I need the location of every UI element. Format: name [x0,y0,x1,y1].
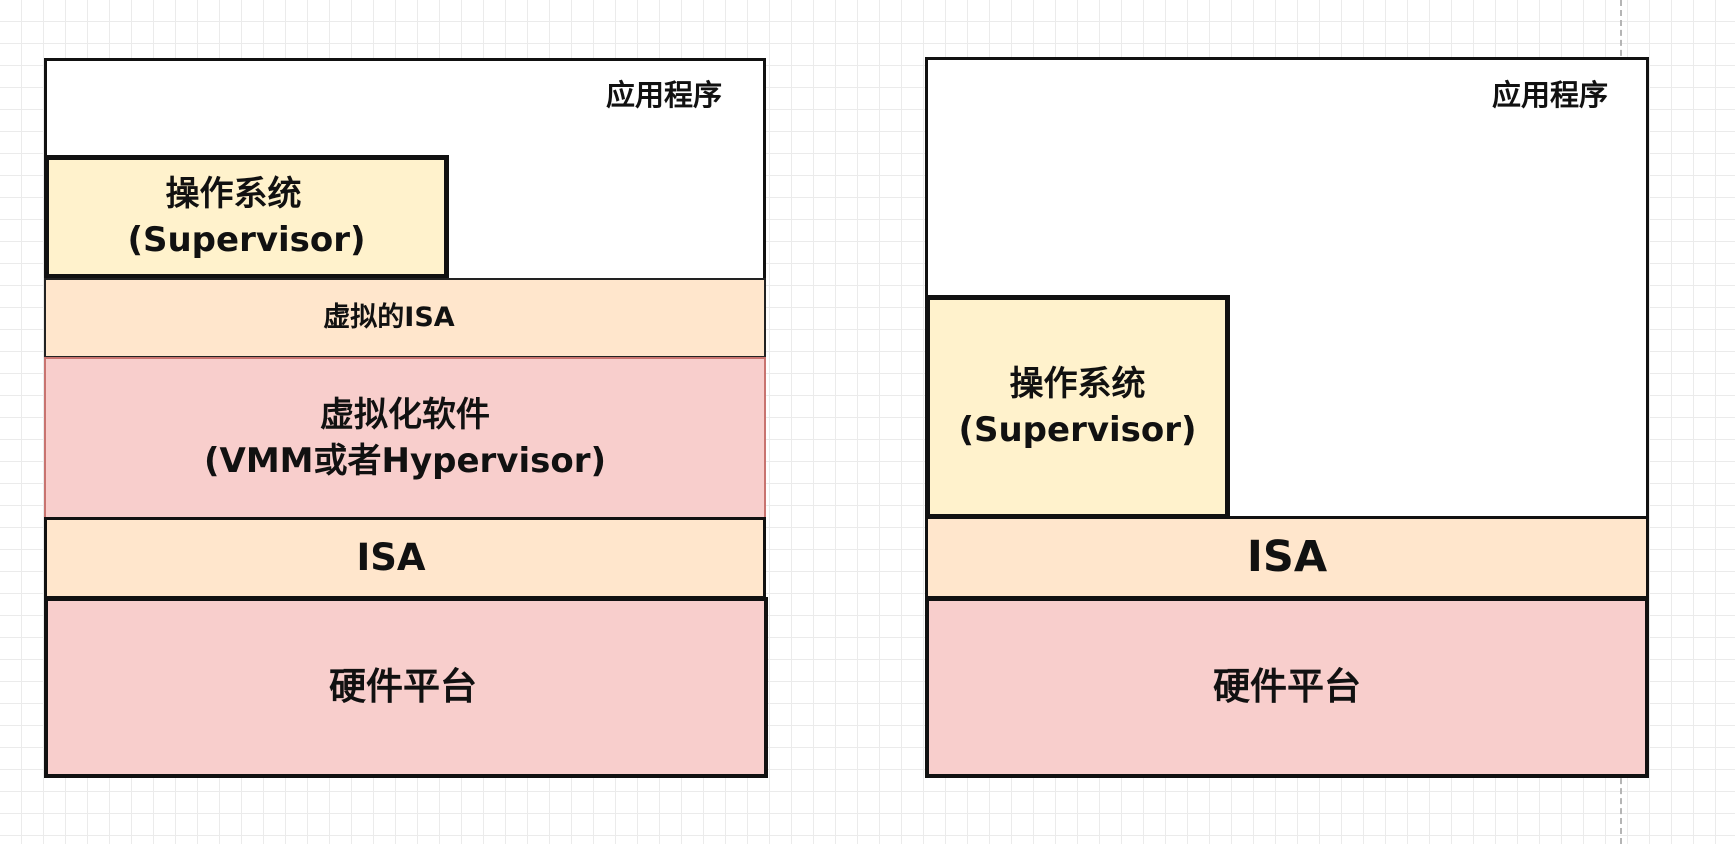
os-name-label: 操作系统 [165,173,302,214]
hardware-platform-box[interactable]: 硬件平台 [925,597,1649,778]
isa-box[interactable]: ISA [44,517,766,599]
guest-os-box[interactable]: 操作系统 (Supervisor) [44,155,449,279]
hardware-platform-label: 硬件平台 [1213,665,1361,709]
isa-label: ISA [356,535,426,579]
virtual-isa-label: 虚拟的ISA [323,302,455,334]
os-mode-label: (Supervisor) [127,220,366,260]
virtualized-stack-diagram: 应用程序 操作系统 (Supervisor) 虚拟的ISA 虚拟化软件 (VMM… [0,0,800,844]
isa-box[interactable]: ISA [925,516,1649,599]
os-name-label: 操作系统 [1009,363,1146,404]
application-label: 应用程序 [1492,78,1609,112]
isa-label: ISA [1246,531,1328,582]
application-label: 应用程序 [606,78,723,112]
hardware-platform-box[interactable]: 硬件平台 [44,597,768,778]
hypervisor-alias-label: (VMM或者Hypervisor) [203,441,607,481]
os-box[interactable]: 操作系统 (Supervisor) [925,295,1230,519]
hypervisor-name-label: 虚拟化软件 [320,394,490,435]
hardware-platform-label: 硬件平台 [329,665,477,709]
os-mode-label: (Supervisor) [958,410,1197,450]
hypervisor-box[interactable]: 虚拟化软件 (VMM或者Hypervisor) [44,357,766,519]
